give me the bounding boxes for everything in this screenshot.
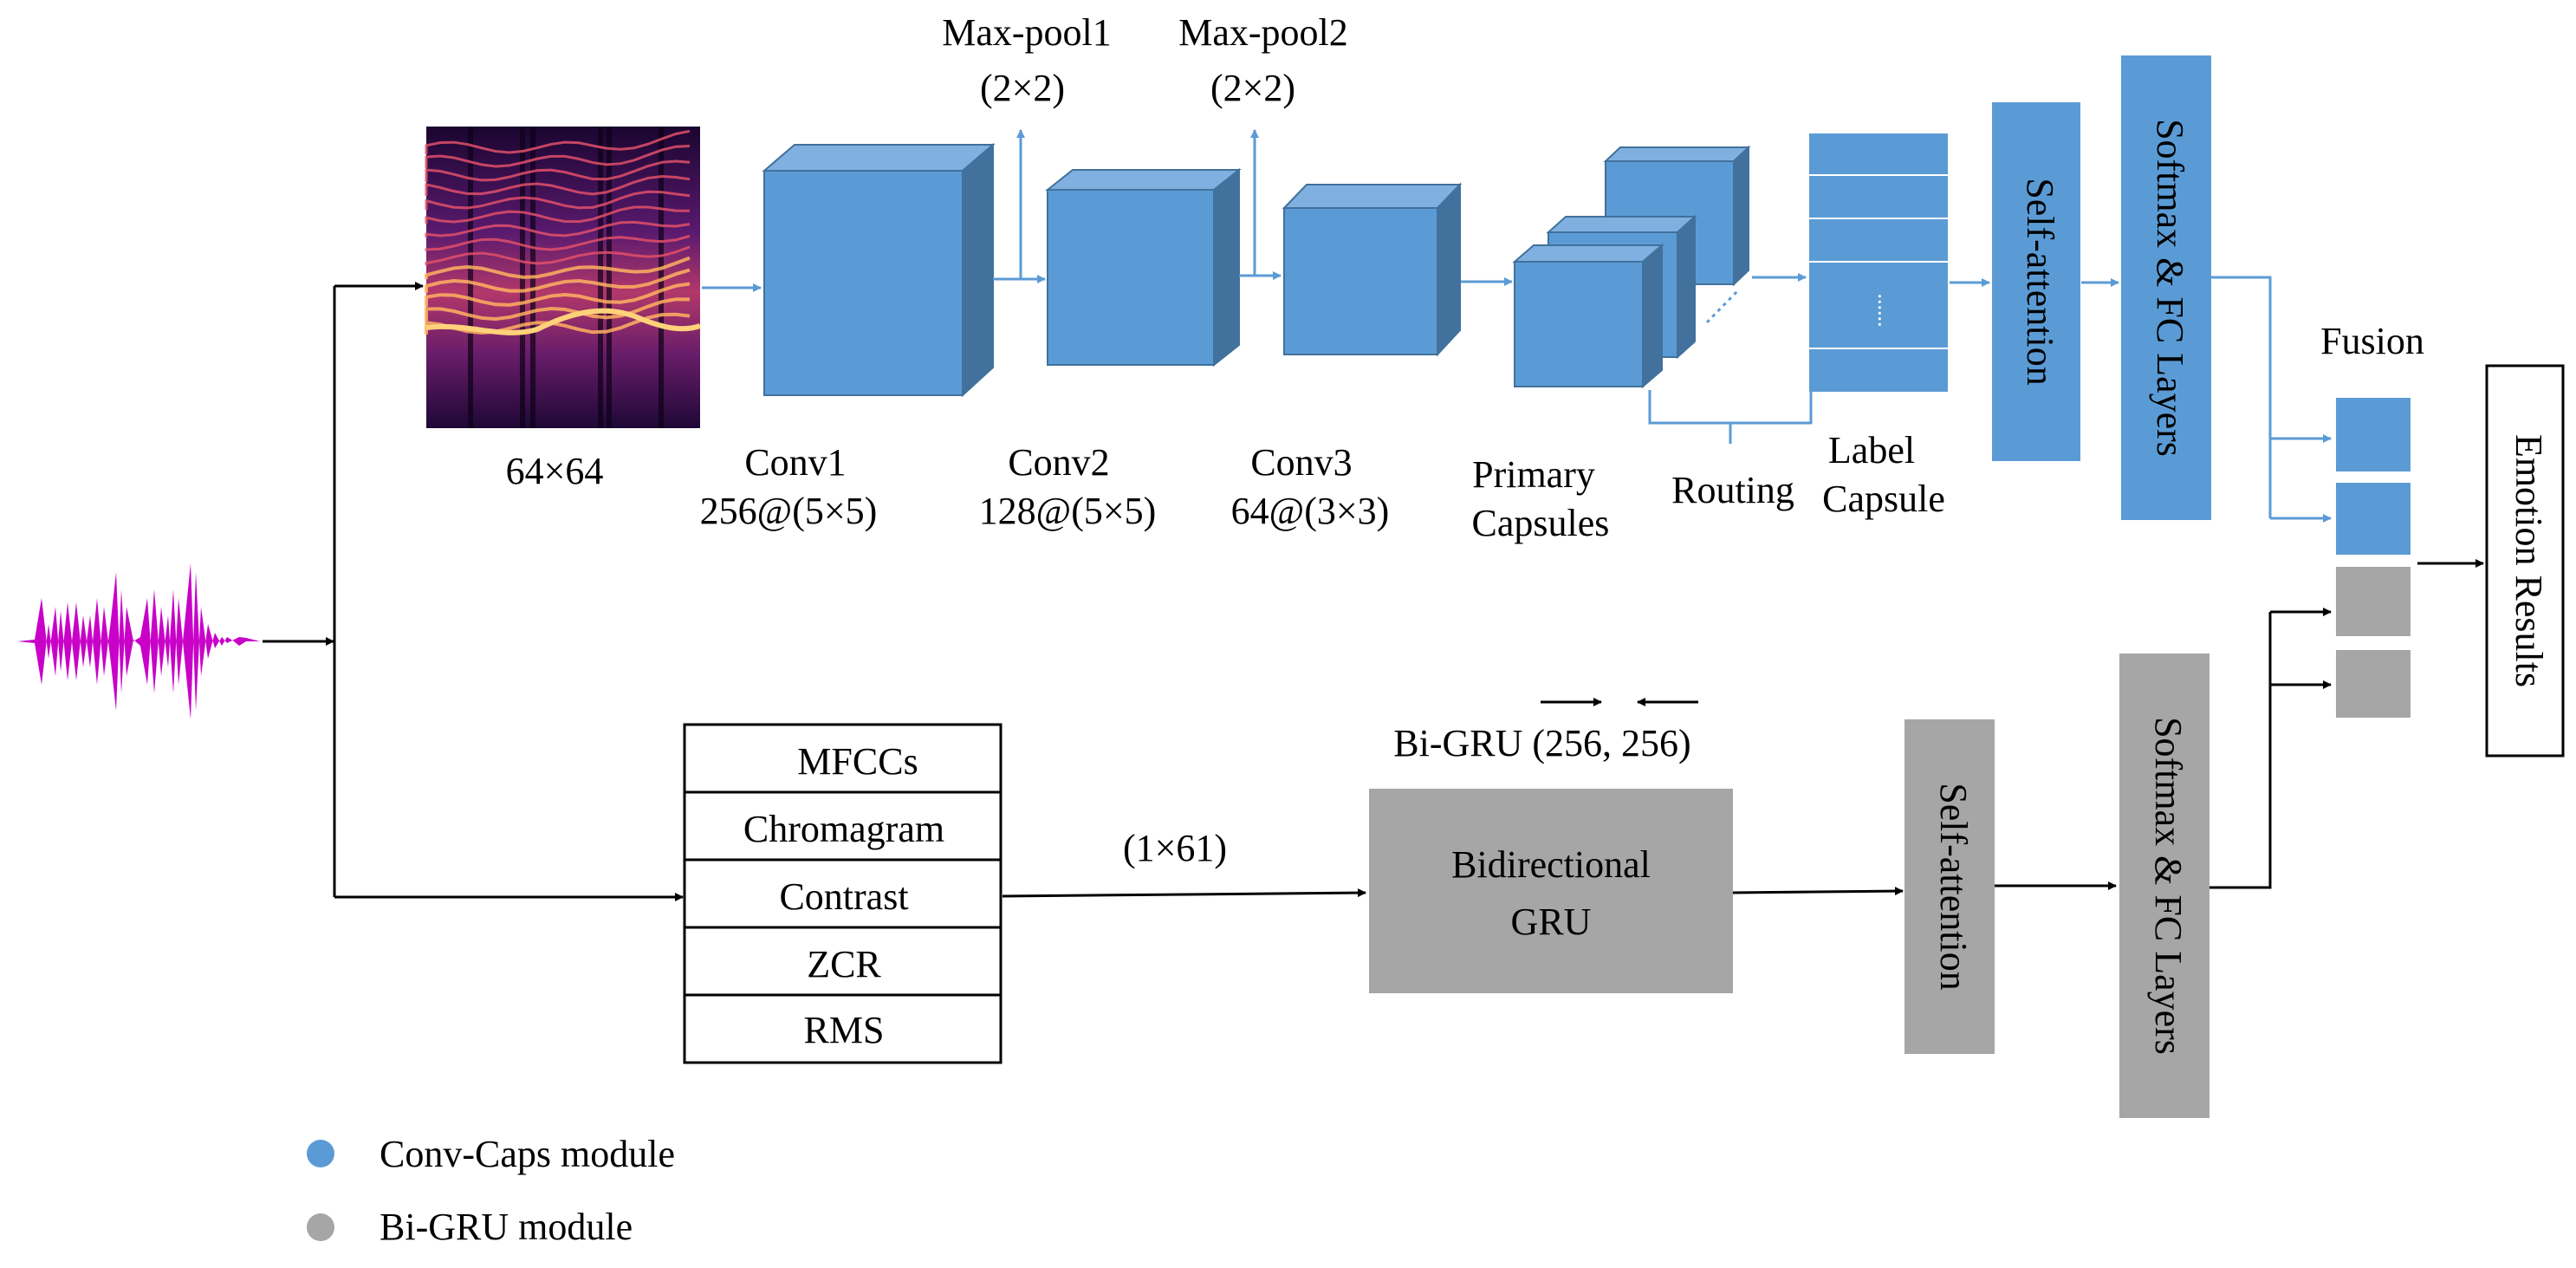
- conv2-side-face: [1213, 167, 1240, 367]
- conv3-block: [1282, 182, 1463, 357]
- legend-bigru-label: Bi-GRU module: [380, 1206, 633, 1248]
- bigru-params-label: Bi-GRU (256, 256): [1393, 722, 1690, 764]
- label-capsule-dots: ......: [1873, 294, 1898, 328]
- primary-capsules-block: [1512, 145, 1751, 389]
- capsule-cube-front: [1512, 243, 1664, 389]
- emotion-results-box: [2485, 364, 2565, 758]
- feature-rms: RMS: [804, 1009, 885, 1051]
- routing-bracket: [1648, 390, 1813, 444]
- conv1-side-face: [962, 142, 994, 398]
- waveform-shape: [17, 563, 260, 719]
- legend-conv-caps-dot: [307, 1140, 334, 1167]
- conv2-spec: 128@(5×5): [979, 490, 1157, 532]
- spectrogram-streak: [607, 127, 612, 428]
- maxpool1-size: (2×2): [980, 67, 1065, 109]
- bottom-self-attention-box: [1904, 719, 1995, 1054]
- spectrogram-harmonic: [425, 256, 691, 279]
- maxpool2-name: Max-pool2: [1178, 11, 1348, 54]
- connector-top-to-fusion: [2211, 276, 2272, 518]
- emotion-results-label: Emotion Results: [2508, 434, 2550, 687]
- spectrogram-size-label: 64×64: [506, 450, 604, 492]
- conv3-name: Conv3: [1250, 441, 1352, 484]
- spectrogram-harmonic: [425, 268, 691, 293]
- bigru-box: [1369, 789, 1733, 993]
- conv3-spec: 64@(3×3): [1231, 490, 1390, 532]
- conv1-block: [762, 142, 996, 398]
- feature-mfccs: MFCCs: [797, 740, 918, 783]
- spectrogram-streak: [659, 127, 664, 428]
- spectrogram-harmonic: [425, 129, 691, 154]
- connector-bottom-to-fusion: [2209, 612, 2272, 889]
- arrow-features-to-bigru: [1002, 888, 1366, 898]
- spectrogram-harmonic: [425, 245, 691, 265]
- fusion-block-gray-2: [2336, 650, 2411, 718]
- fusion-block-blue-1: [2336, 398, 2411, 471]
- label-capsule-line2: Capsule: [1822, 478, 1945, 520]
- spectrogram-harmonic: [425, 282, 691, 307]
- routing-label: Routing: [1671, 469, 1794, 511]
- feature-dim-label: (1×61): [1123, 827, 1227, 869]
- legend-bigru-dot: [307, 1213, 334, 1241]
- fusion-label: Fusion: [2320, 320, 2424, 362]
- primary-capsules-line1: Primary: [1472, 453, 1595, 496]
- maxpool2-size: (2×2): [1210, 67, 1295, 109]
- spectrogram-harmonic: [425, 297, 691, 321]
- bottom-softmax-fc-label: Softmax & FC Layers: [2147, 717, 2190, 1055]
- spectrogram-harmonic: [425, 190, 691, 210]
- routing-dotted-line: [1705, 289, 1739, 324]
- features-table: [683, 723, 1002, 1064]
- spectrogram-streak: [468, 127, 473, 428]
- legend: Conv-Caps module Bi-GRU module: [307, 1133, 675, 1248]
- spectrogram-harmonics: [425, 127, 701, 428]
- bottom-self-attention-label: Self-attention: [1932, 783, 1975, 991]
- feature-chromagram: Chromagram: [743, 808, 944, 850]
- bottom-softmax-fc-box: [2119, 654, 2209, 1118]
- spectrogram-harmonic: [425, 220, 691, 237]
- top-softmax-fc-box: [2121, 55, 2211, 520]
- fusion-block-blue-2: [2336, 483, 2411, 555]
- fusion-block-gray-1: [2336, 567, 2411, 636]
- top-self-attention-label: Self-attention: [2019, 178, 2061, 386]
- conv2-block: [1045, 167, 1242, 367]
- spectrogram-harmonic: [425, 205, 691, 224]
- feature-contrast: Contrast: [779, 875, 908, 918]
- spectrogram-image: [425, 127, 701, 428]
- conv2-top-face: [1045, 169, 1242, 191]
- conv3-side-face: [1437, 182, 1461, 357]
- conv1-front-face: [763, 170, 964, 396]
- conv1-name: Conv1: [744, 441, 846, 484]
- audio-waveform-icon: [17, 563, 260, 719]
- spectrogram-harmonic: [425, 234, 691, 251]
- maxpool1-name: Max-pool1: [942, 11, 1112, 54]
- arrow-bigru-to-attention: [1732, 887, 1904, 896]
- feature-zcr: ZCR: [807, 943, 881, 985]
- conv2-front-face: [1047, 189, 1215, 366]
- spectrogram-harmonic: [425, 159, 691, 182]
- top-softmax-fc-label: Softmax & FC Layers: [2149, 119, 2191, 457]
- conv2-name: Conv2: [1008, 441, 1109, 484]
- spectrogram-formant: [425, 308, 701, 335]
- conv3-top-face: [1282, 184, 1463, 209]
- primary-capsules-line2: Capsules: [1472, 502, 1610, 544]
- conv3-front-face: [1283, 207, 1438, 355]
- label-capsule-line1: Label: [1828, 429, 1915, 471]
- conv1-spec: 256@(5×5): [700, 490, 878, 532]
- conv1-top-face: [762, 144, 996, 172]
- top-self-attention-box: [1992, 102, 2080, 461]
- spectrogram-streak: [598, 127, 603, 428]
- bigru-box-line1: Bidirectional: [1451, 843, 1651, 886]
- bigru-box-line2: GRU: [1511, 901, 1592, 943]
- spectrogram-harmonic: [425, 175, 691, 196]
- legend-conv-caps-label: Conv-Caps module: [380, 1133, 675, 1175]
- label-capsule-block: [1809, 133, 1948, 392]
- spectrogram-harmonic: [425, 144, 691, 168]
